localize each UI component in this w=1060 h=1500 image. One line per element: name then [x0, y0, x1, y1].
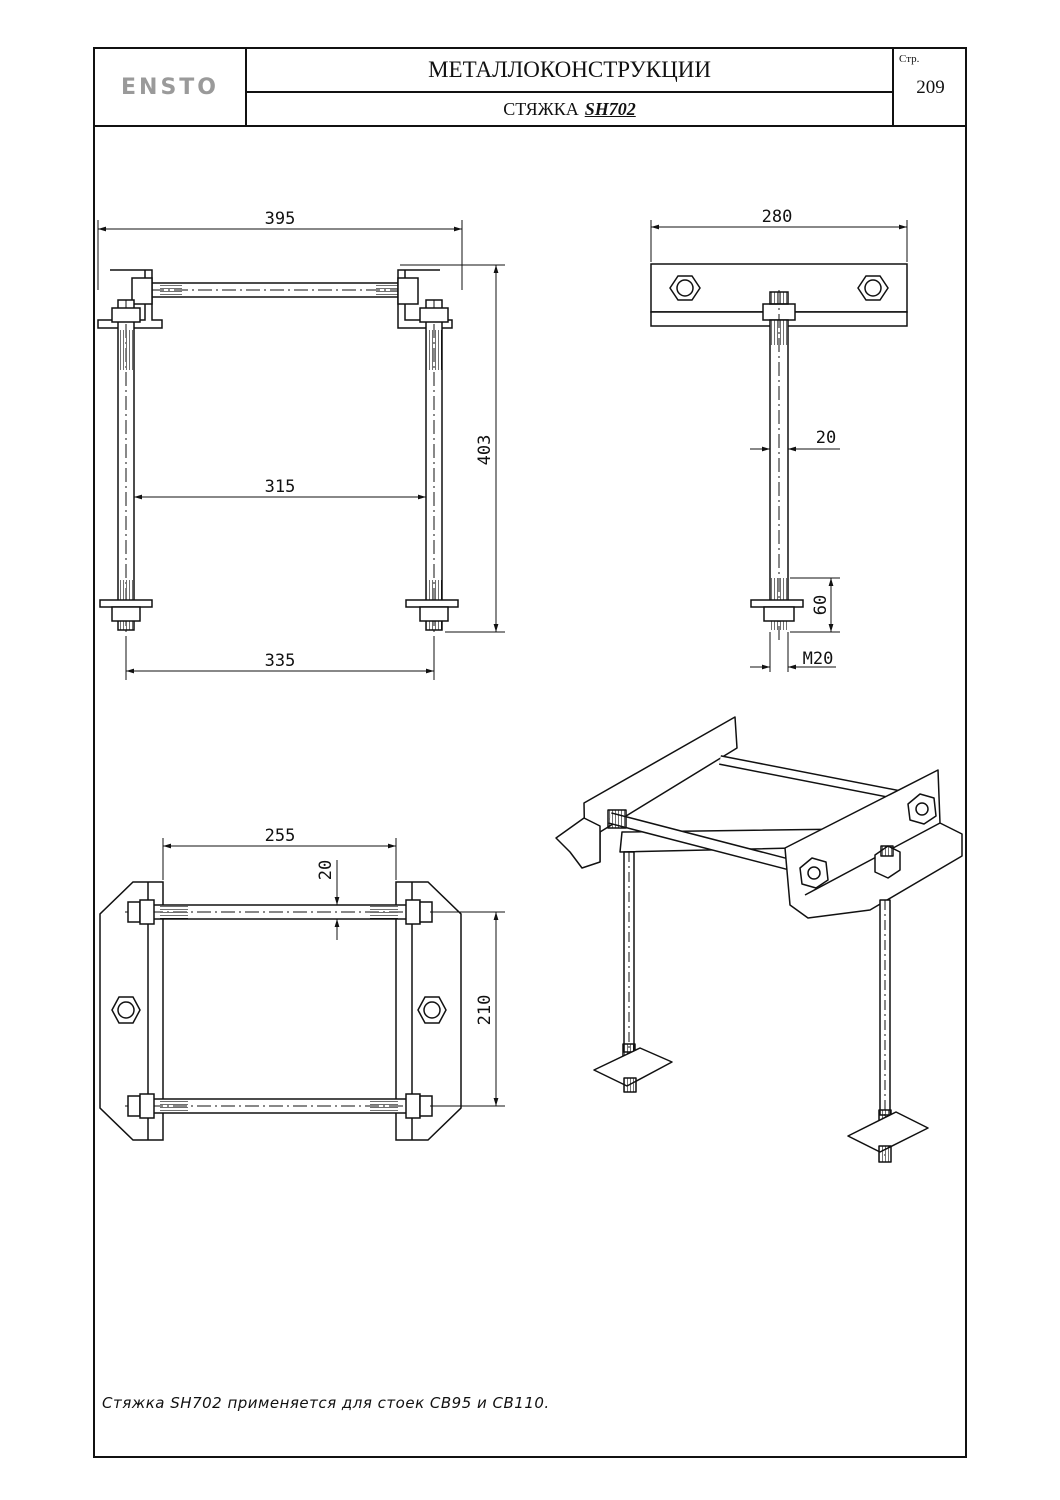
title-block: ENSTO МЕТАЛЛОКОНСТРУКЦИИ СТЯЖКА SH702 Ст…: [95, 49, 965, 127]
drawing-sheet: ENSTO МЕТАЛЛОКОНСТРУКЦИИ СТЯЖКА SH702 Ст…: [93, 47, 967, 1458]
usage-note: Стяжка SH702 применяется для стоек СВ95 …: [102, 1394, 550, 1412]
page-number: 209: [916, 77, 945, 98]
title-cell: МЕТАЛЛОКОНСТРУКЦИИ СТЯЖКА SH702: [247, 49, 892, 125]
ensto-logo: ENSTO: [121, 74, 219, 100]
logo-cell: ENSTO: [95, 49, 247, 125]
subtitle-prefix: СТЯЖКА: [503, 98, 579, 119]
page-subtitle: СТЯЖКА SH702: [247, 93, 892, 125]
page-title: МЕТАЛЛОКОНСТРУКЦИИ: [247, 49, 892, 93]
model-code: SH702: [584, 98, 636, 119]
page-cell: Стр. 209: [892, 49, 967, 125]
page-label: Стр.: [899, 53, 920, 65]
